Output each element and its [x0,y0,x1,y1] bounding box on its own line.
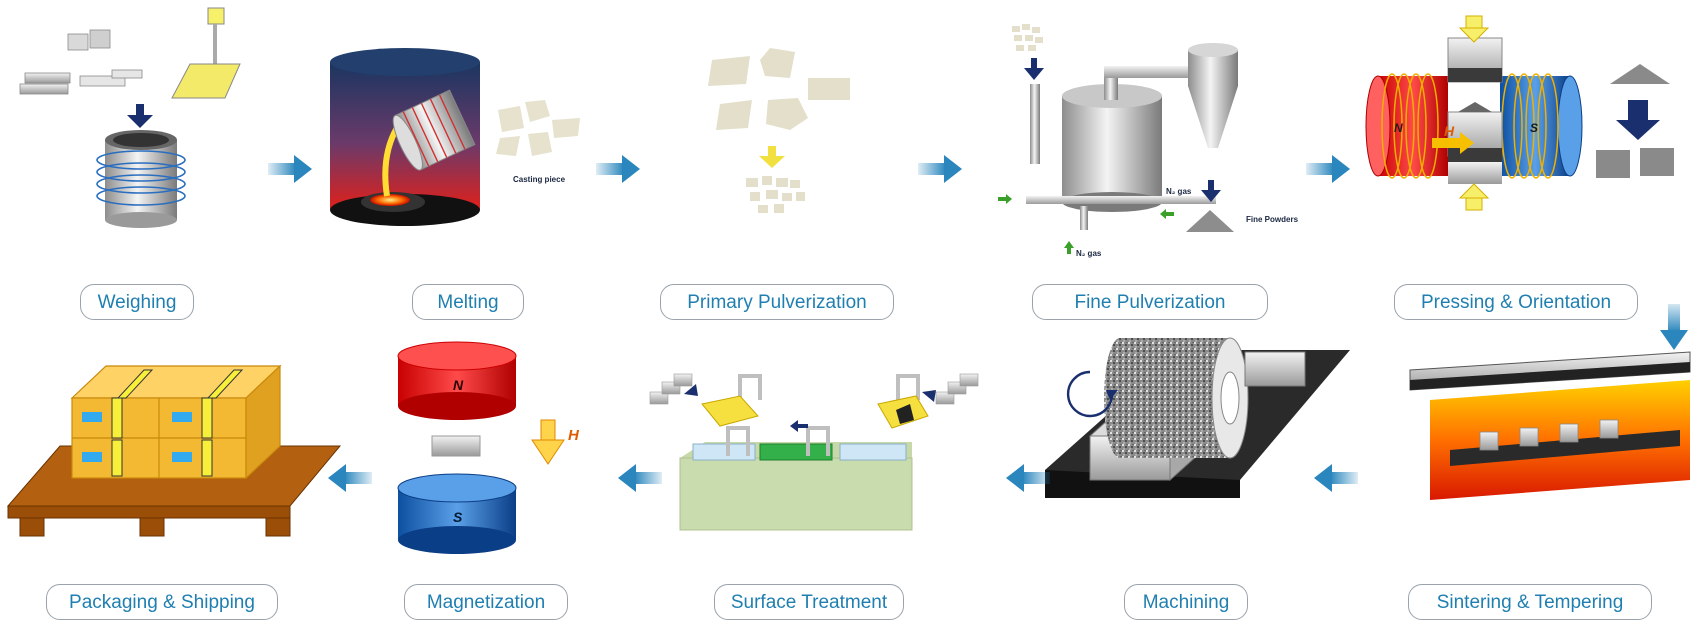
fine-powders-label: Fine Powders [1246,215,1299,224]
magnet-s-label: S [453,509,463,525]
step-label-weighing: Weighing [80,284,194,320]
pole-n-label: N [1394,121,1403,135]
step-label-melting: Melting [412,284,524,320]
sintering-illustration [1409,351,1691,500]
step-label-sintering-tempering: Sintering & Tempering [1408,584,1652,620]
flow-arrow-down [1660,304,1688,350]
flow-arrow-4 [1306,155,1350,183]
casting-piece-label: Casting piece [513,175,566,184]
surface-treatment-illustration [649,373,979,531]
packaging-illustration [6,364,342,537]
primary-pulverization-illustration [708,48,850,213]
n2-gas-label-right: N₂ gas [1166,187,1192,196]
flow-arrow-1 [268,155,312,183]
flow-arrow-8 [328,464,372,492]
flow-arrow-3 [918,155,962,183]
step-label-magnetization: Magnetization [404,584,568,620]
pressing-illustration [1365,15,1674,211]
machining-illustration [1045,337,1350,498]
flow-arrow-2 [596,155,640,183]
flow-arrow-7 [618,464,662,492]
pole-s-label: S [1530,121,1538,135]
field-h-label: H [1444,123,1455,139]
flow-arrow-5 [1314,464,1358,492]
step-label-primary-pulverization: Primary Pulverization [660,284,894,320]
n2-gas-label-bottom: N₂ gas [1076,249,1102,258]
step-label-pressing-orientation: Pressing & Orientation [1394,284,1638,320]
magnetization-illustration [397,341,565,554]
fine-pulverization-illustration [998,24,1238,254]
melting-illustration [330,48,580,226]
flow-arrow-6 [1006,464,1050,492]
step-label-machining: Machining [1124,584,1248,620]
step-label-packaging-shipping: Packaging & Shipping [46,584,278,620]
magnet-h-label: H [568,427,580,444]
step-label-fine-pulverization: Fine Pulverization [1032,284,1268,320]
magnet-n-label: N [453,377,464,393]
step-label-surface-treatment: Surface Treatment [714,584,904,620]
weighing-illustration [19,7,241,228]
